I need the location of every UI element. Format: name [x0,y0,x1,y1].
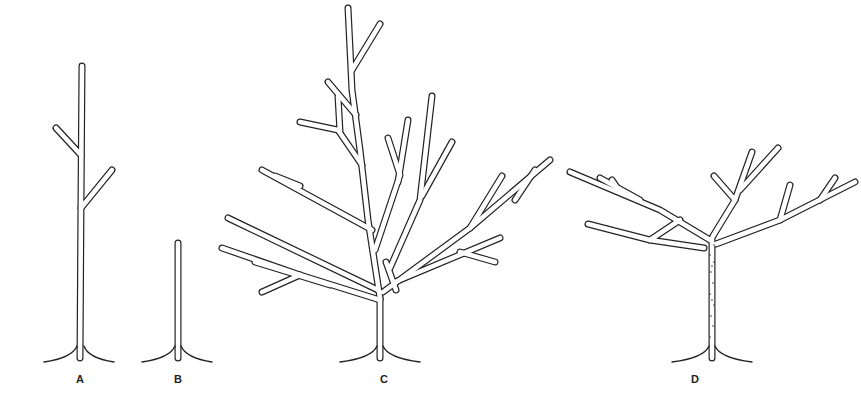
figure-letter: B [174,374,182,385]
figure-letter: C [380,374,388,385]
figure-letter: A [76,374,84,385]
figure-letter: D [691,374,699,385]
